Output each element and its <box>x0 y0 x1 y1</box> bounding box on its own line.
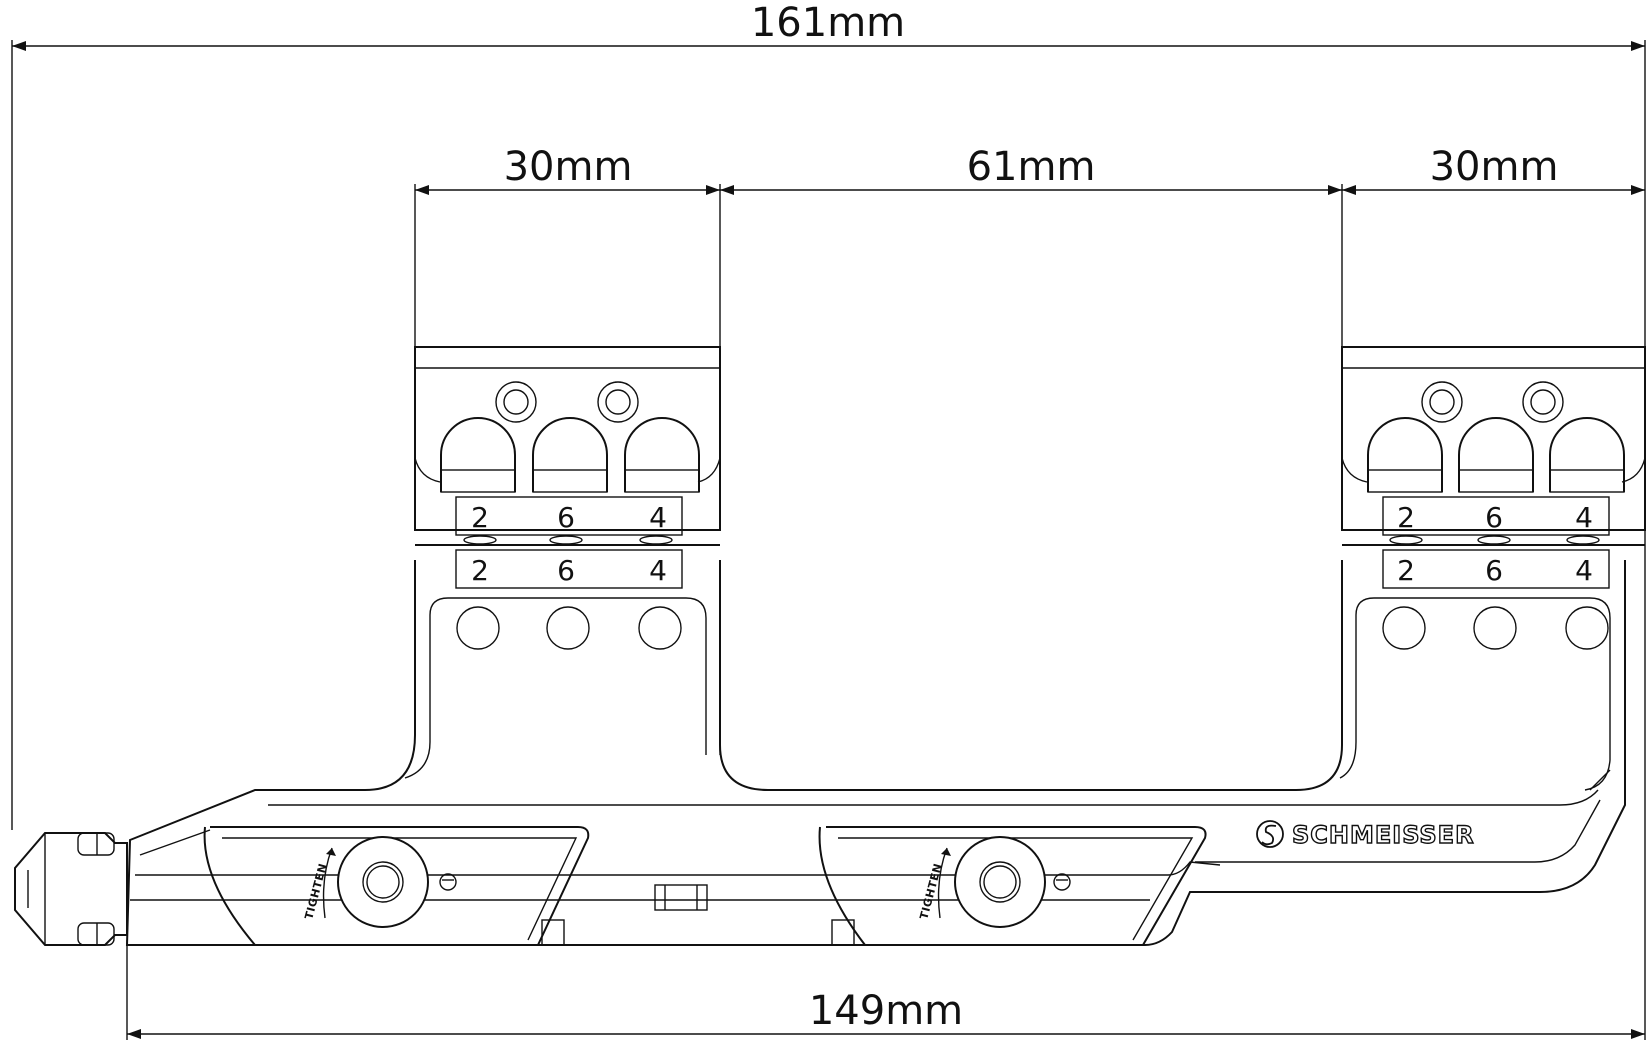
rear-ring-width-label: 30mm <box>1430 144 1559 190</box>
rear-bottom-mark-1: 2 <box>1397 554 1415 587</box>
rear-lever: TIGHTEN <box>818 826 1207 946</box>
front-top-mark-3: 4 <box>649 501 667 534</box>
front-bottom-mark-1: 2 <box>471 554 489 587</box>
rear-top-mark-1: 2 <box>1397 501 1415 534</box>
front-top-mark-2: 6 <box>557 501 575 534</box>
front-ring-width-dimension: 30mm <box>414 144 721 350</box>
front-top-mark-1: 2 <box>471 501 489 534</box>
front-bottom-mark-3: 4 <box>649 554 667 587</box>
ring-spacing-dimension: 61mm <box>720 144 1343 350</box>
rear-ring: 2 6 4 2 6 4 <box>1341 346 1646 650</box>
overall-length-dimension: 161mm <box>11 0 1646 830</box>
base-length-label: 149mm <box>809 988 963 1034</box>
rear-top-mark-3: 4 <box>1575 501 1593 534</box>
front-bottom-mark-2: 6 <box>557 554 575 587</box>
rear-bottom-mark-3: 4 <box>1575 554 1593 587</box>
rear-bottom-mark-2: 6 <box>1485 554 1503 587</box>
rear-top-mark-2: 6 <box>1485 501 1503 534</box>
overall-length-label: 161mm <box>751 0 905 46</box>
base-length-dimension: 149mm <box>126 360 1646 1040</box>
brand-name: SCHMEISSER <box>1292 821 1475 849</box>
front-lever: TIGHTEN <box>203 826 590 946</box>
front-ring: 2 6 4 2 6 4 <box>414 346 721 650</box>
rear-ring-width-dimension: 30mm <box>1342 144 1645 195</box>
clamp-end <box>14 832 128 946</box>
ring-spacing-label: 61mm <box>967 144 1096 190</box>
front-ring-width-label: 30mm <box>504 144 633 190</box>
brand-logo: SCHMEISSER <box>1256 820 1475 850</box>
